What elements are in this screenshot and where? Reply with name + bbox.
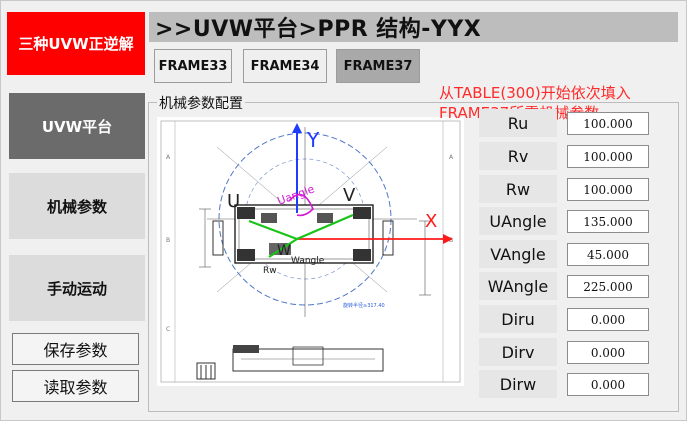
param-label-dirw: Dirw <box>479 370 557 398</box>
param-input-dirv[interactable]: 0.000 <box>567 341 649 364</box>
drawing-x-label: X <box>425 211 437 232</box>
param-input-diru[interactable]: 0.000 <box>567 308 649 331</box>
header-bar: >>UVW平台>PPR 结构-YYX <box>149 12 678 42</box>
svg-text:A: A <box>449 154 454 161</box>
param-input-dirw[interactable]: 0.000 <box>567 373 649 396</box>
save-params-button[interactable]: 保存参数 <box>12 333 139 365</box>
param-label-diru: Diru <box>479 305 557 333</box>
drawing-u-label: U <box>227 191 240 212</box>
tab-frame37-label: FRAME37 <box>343 58 413 74</box>
svg-text:B: B <box>449 237 453 244</box>
param-input-ru[interactable]: 100.000 <box>567 112 649 135</box>
drawing-w-label: W <box>277 243 291 259</box>
param-label-rw: Rw <box>479 175 557 203</box>
param-input-rw[interactable]: 100.000 <box>567 178 649 201</box>
drawing-w-angle-label: Wangle <box>291 256 325 266</box>
tab-frame33[interactable]: FRAME33 <box>154 49 232 83</box>
nav-manual-motion-label: 手动运动 <box>46 279 107 298</box>
drawing-y-label: Y <box>306 128 320 152</box>
save-params-label: 保存参数 <box>43 341 108 360</box>
param-label-ru: Ru <box>479 109 557 137</box>
nav-mechanical-params[interactable]: 机械参数 <box>9 173 145 239</box>
platform-drawing: A B C A B <box>157 117 464 386</box>
param-input-uangle[interactable]: 135.000 <box>567 210 649 233</box>
tab-frame34-label: FRAME34 <box>250 58 320 74</box>
svg-text:C: C <box>166 326 170 333</box>
svg-text:A: A <box>166 154 171 161</box>
tab-frame34[interactable]: FRAME34 <box>243 49 327 83</box>
page-title: >>UVW平台>PPR 结构-YYX <box>155 17 482 42</box>
drawing-rw-label: Rw <box>263 266 277 276</box>
platform-drawing-svg: A B C A B <box>160 120 461 383</box>
params-groupbox <box>148 102 679 412</box>
param-input-wangle[interactable]: 225.000 <box>567 275 649 298</box>
read-params-label: 读取参数 <box>43 378 108 397</box>
app-title-banner: 三种UVW正逆解 <box>7 12 145 75</box>
nav-manual-motion[interactable]: 手动运动 <box>9 255 145 321</box>
nav-uvw-platform[interactable]: UVW平台 <box>9 93 145 159</box>
param-label-dirv: Dirv <box>479 338 557 366</box>
param-label-uangle: UAngle <box>479 207 557 235</box>
drawing-v-label: V <box>343 185 356 206</box>
param-input-vangle[interactable]: 45.000 <box>567 243 649 266</box>
nav-mechanical-params-label: 机械参数 <box>46 197 107 216</box>
tab-frame37[interactable]: FRAME37 <box>336 49 420 83</box>
param-label-vangle: VAngle <box>479 240 557 268</box>
groupbox-title: 机械参数配置 <box>157 93 245 113</box>
param-label-rv: Rv <box>479 142 557 170</box>
read-params-button[interactable]: 读取参数 <box>12 370 139 402</box>
svg-text:旋转半径≥317.40: 旋转半径≥317.40 <box>343 302 385 309</box>
param-label-wangle: WAngle <box>479 272 557 300</box>
nav-uvw-platform-label: UVW平台 <box>41 117 113 136</box>
param-input-rv[interactable]: 100.000 <box>567 145 649 168</box>
svg-text:B: B <box>166 237 170 244</box>
tab-frame33-label: FRAME33 <box>158 58 228 74</box>
app-title: 三种UVW正逆解 <box>18 35 134 53</box>
